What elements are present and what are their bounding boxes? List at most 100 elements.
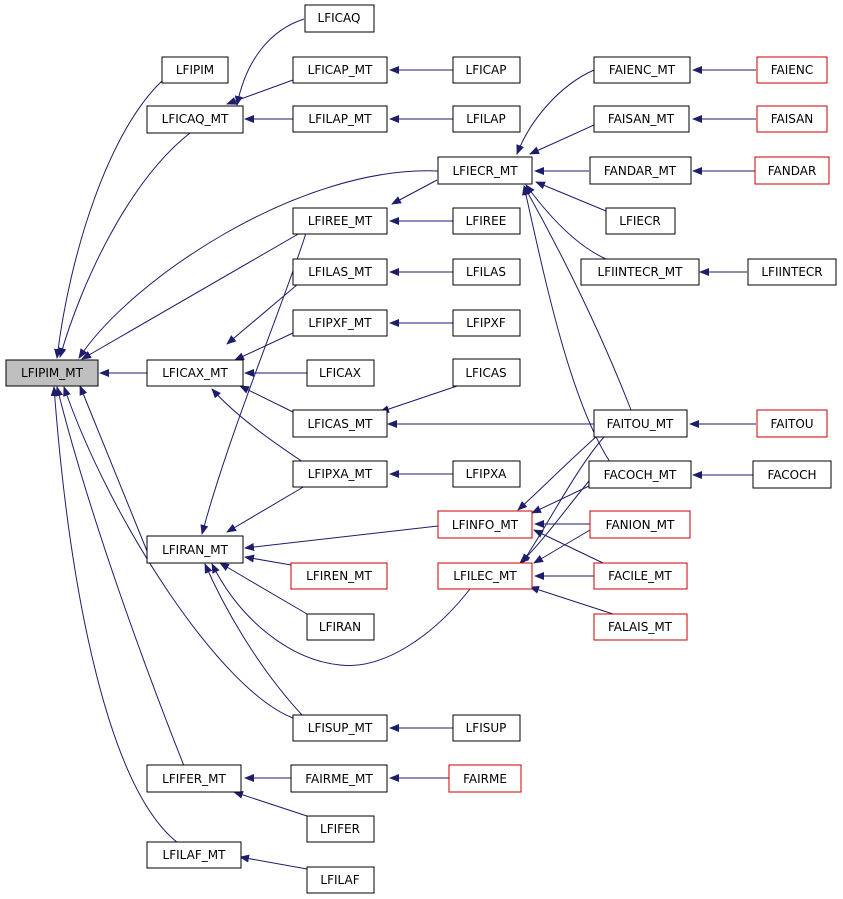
edge [525,184,607,260]
node-fandar[interactable]: FANDAR [754,156,830,185]
node-lficas[interactable]: LFICAS [452,358,521,387]
node-lfiren-mt[interactable]: LFIREN_MT [290,562,388,590]
node-label: LFIPXA_MT [308,467,373,481]
node-box [452,105,521,133]
node-lfiree-mt[interactable]: LFIREE_MT [292,207,388,235]
node-lficap-mt[interactable]: LFICAP_MT [292,56,388,84]
node-lfilaf-mt[interactable]: LFILAF_MT [146,841,242,869]
node-fanion-mt[interactable]: FANION_MT [589,510,691,539]
edge [239,385,294,413]
node-box [306,815,375,843]
node-label: LFIPXA [466,467,508,481]
edge [529,124,595,155]
node-lfilap[interactable]: LFILAP [452,105,521,133]
node-fandar-mt[interactable]: FANDAR_MT [589,156,692,185]
edge [234,332,294,361]
node-lficaq[interactable]: LFICAQ [304,4,375,33]
node-lfipxf-mt[interactable]: LFIPXF_MT [292,309,388,337]
node-lfilec-mt[interactable]: LFILEC_MT [437,562,533,590]
edge [391,179,438,205]
edge [54,80,163,359]
node-lfipxf[interactable]: LFIPXF [452,309,521,337]
node-label: LFISUP_MT [308,721,373,735]
node-box [292,714,388,742]
node-label: FACOCH_MT [604,468,677,482]
node-label: FAIENC_MT [609,63,676,77]
node-falais-mt[interactable]: FALAIS_MT [593,613,688,641]
node-box [452,460,521,488]
node-lfiran-mt[interactable]: LFIRAN_MT [146,535,244,564]
edge [226,79,294,105]
node-lfilap-mt[interactable]: LFILAP_MT [292,105,388,133]
node-facoch-mt[interactable]: FACOCH_MT [588,460,692,489]
node-label: LFIECR_MT [452,164,518,178]
node-box [452,258,521,286]
node-lfisup-mt[interactable]: LFISUP_MT [292,714,388,742]
node-lfipxa-mt[interactable]: LFIPXA_MT [292,460,388,488]
node-lfipim-mt[interactable]: LFIPIM_MT [5,359,99,387]
node-label: LFIREE_MT [308,214,373,228]
edge [211,563,471,667]
node-lfiintecr[interactable]: LFIINTECR [747,258,837,286]
node-faienc-mt[interactable]: FAIENC_MT [593,56,691,84]
edge [50,386,179,844]
node-lfilaf[interactable]: LFILAF [306,866,375,894]
node-lfifer[interactable]: LFIFER [306,815,375,843]
node-lficas-mt[interactable]: LFICAS_MT [292,409,388,438]
node-lfiree[interactable]: LFIREE [452,207,521,235]
node-box [292,409,388,438]
node-lfilas-mt[interactable]: LFILAS_MT [292,258,388,286]
node-lfilas[interactable]: LFILAS [452,258,521,286]
node-lfiran[interactable]: LFIRAN [306,613,375,641]
node-lficap[interactable]: LFICAP [452,56,521,84]
node-facile-mt[interactable]: FACILE_MT [593,562,688,590]
node-label: FACOCH [767,468,816,482]
edge [81,232,301,360]
node-lfifer-mt[interactable]: LFIFER_MT [146,764,242,793]
node-box [747,258,837,286]
node-label: LFIFER_MT [162,772,226,786]
node-box [593,105,690,133]
edge [58,132,191,358]
node-box [292,460,388,488]
node-label: FALAIS_MT [608,620,673,634]
node-faisan-mt[interactable]: FAISAN_MT [593,105,690,133]
node-box [306,866,375,894]
node-lfisup[interactable]: LFISUP [452,714,521,742]
node-faienc[interactable]: FAIENC [756,56,828,84]
node-label: LFIPXF_MT [308,316,372,330]
node-box [146,359,244,387]
node-lfipxa[interactable]: LFIPXA [452,460,521,488]
node-facoch[interactable]: FACOCH [752,460,832,489]
node-lfiintecr-mt[interactable]: LFIINTECR_MT [580,258,700,286]
node-label: LFICAX_MT [162,366,228,380]
node-faitou-mt[interactable]: FAITOU_MT [593,409,688,438]
node-lfiecr-mt[interactable]: LFIECR_MT [437,156,533,185]
node-box [437,510,533,539]
node-fairme-mt[interactable]: FAIRME_MT [290,764,388,793]
edge [204,563,304,717]
node-label: LFILAP_MT [308,112,372,126]
node-lfipim[interactable]: LFIPIM [161,56,229,84]
node-lficax[interactable]: LFICAX [306,359,375,387]
node-box [304,4,375,33]
node-faitou[interactable]: FAITOU [756,409,828,438]
node-box [756,409,828,438]
node-fairme[interactable]: FAIRME [448,764,522,793]
node-lfinfo-mt[interactable]: LFINFO_MT [437,510,533,539]
node-box [448,764,522,793]
node-box [593,562,688,590]
node-lfiecr[interactable]: LFIECR [605,207,676,235]
node-box [754,156,830,185]
node-label: LFIPIM_MT [21,366,84,380]
node-lficax-mt[interactable]: LFICAX_MT [146,359,244,387]
edge-layer [50,18,756,870]
node-box [146,535,244,564]
node-faisan[interactable]: FAISAN [756,105,828,133]
node-lficaq-mt[interactable]: LFICAQ_MT [146,105,244,134]
edge [219,562,308,615]
node-label: LFIREN_MT [306,569,372,583]
node-box [306,613,375,641]
node-box [437,156,533,185]
